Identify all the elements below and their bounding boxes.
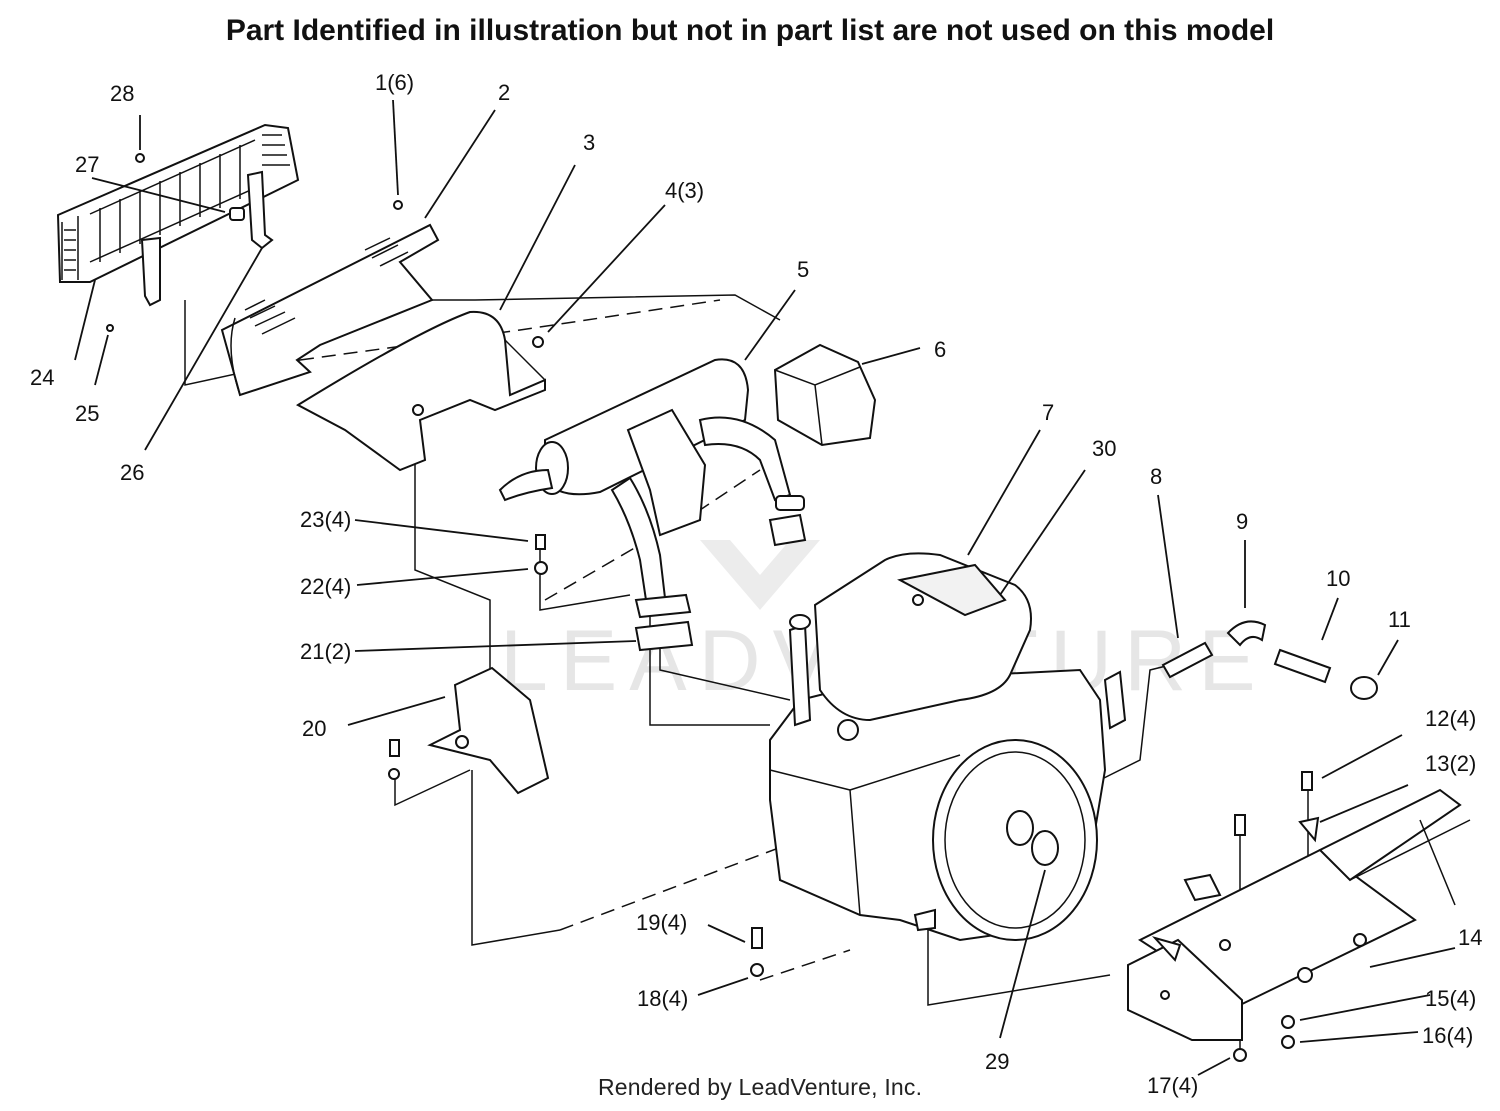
callout-26: 26 — [120, 460, 144, 485]
part-17-bolt — [1234, 814, 1246, 836]
part-5-muffler — [498, 358, 805, 619]
callout-leader-lines — [74, 99, 1456, 1076]
callout-2: 2 — [498, 80, 510, 105]
part-21-gasket-b — [634, 620, 694, 652]
part-19-bolt — [751, 927, 763, 949]
callout-labels: 28 27 24 25 26 1(6) 2 3 4(3) 5 6 7 30 8 … — [30, 70, 1482, 1098]
callout-20: 20 — [302, 716, 326, 741]
callout-6: 6 — [934, 337, 946, 362]
callout-13: 13(2) — [1425, 751, 1476, 776]
callout-17: 17(4) — [1147, 1073, 1198, 1098]
part-4-screw — [532, 336, 544, 348]
callout-23: 23(4) — [300, 507, 351, 532]
callout-25: 25 — [75, 401, 99, 426]
part-21-gasket-a — [768, 513, 807, 547]
part-26-bracket — [140, 170, 274, 307]
part-20-washer — [388, 768, 400, 780]
callout-4: 4(3) — [665, 178, 704, 203]
callout-11: 11 — [1388, 607, 1411, 632]
callout-19: 19(4) — [636, 910, 687, 935]
part-24-grille — [56, 123, 300, 283]
callout-30: 30 — [1092, 436, 1116, 461]
callout-9: 9 — [1236, 509, 1248, 534]
callout-8: 8 — [1150, 464, 1162, 489]
watermark-logo-icon — [700, 540, 820, 610]
part-16-nut — [1281, 1035, 1295, 1049]
callout-28: 28 — [110, 81, 134, 106]
callout-22: 22(4) — [300, 574, 351, 599]
part-10-pipe — [1273, 648, 1332, 684]
callout-27: 27 — [75, 152, 99, 177]
part-15-washer — [1281, 1015, 1295, 1029]
part-20-side-cover — [427, 666, 550, 795]
callout-5: 5 — [797, 257, 809, 282]
part-17-nut — [1233, 1048, 1247, 1062]
callout-29: 29 — [985, 1049, 1009, 1074]
callout-18: 18(4) — [637, 986, 688, 1011]
callout-15: 15(4) — [1425, 986, 1476, 1011]
part-28-screw — [135, 153, 145, 163]
part-25-nut — [106, 324, 114, 332]
part-14-mounting-plate — [1127, 788, 1471, 1041]
part-3-heat-shield — [295, 310, 546, 472]
callout-21: 21(2) — [300, 639, 351, 664]
part-20-screw — [389, 739, 400, 757]
render-credit: Rendered by LeadVenture, Inc. — [598, 1074, 923, 1100]
part-11-cap — [1350, 676, 1378, 700]
part-1-screw — [393, 200, 403, 210]
callout-10: 10 — [1326, 566, 1350, 591]
callout-7: 7 — [1042, 400, 1054, 425]
part-2-heat-shield — [220, 223, 440, 397]
part-22-washer — [534, 561, 548, 575]
part-23-screw — [535, 534, 546, 550]
callout-3: 3 — [583, 130, 595, 155]
part-6-exhaust-cover — [773, 343, 877, 447]
part-7-engine — [769, 552, 1127, 942]
callout-12: 12(4) — [1425, 706, 1476, 731]
part-8-nipple — [1161, 641, 1214, 679]
callout-16: 16(4) — [1422, 1023, 1473, 1048]
callout-1: 1(6) — [375, 70, 414, 95]
callout-14: 14 — [1458, 925, 1482, 950]
part-12-bolt — [1301, 771, 1313, 791]
part-9-elbow — [1226, 620, 1267, 647]
part-1-screw-b — [412, 404, 424, 416]
part-27-spacer — [229, 207, 245, 221]
part-18-washer — [750, 963, 764, 977]
callout-24: 24 — [30, 365, 54, 390]
part-13-clip — [1298, 816, 1320, 843]
illustration-note: Part Identified in illustration but not … — [225, 14, 1275, 47]
